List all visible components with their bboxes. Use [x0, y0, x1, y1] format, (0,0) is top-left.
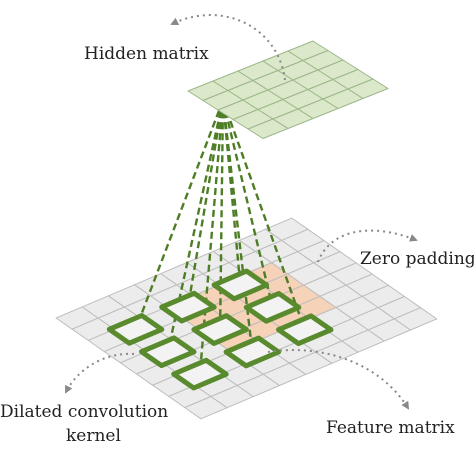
kernel-cell	[223, 335, 282, 369]
hidden-matrix-grid	[187, 40, 389, 139]
kernel-cell	[276, 313, 334, 347]
hidden-matrix-label: Hidden matrix	[84, 44, 209, 64]
kernel-connection-line	[134, 99, 225, 330]
kernel-cell	[139, 335, 197, 369]
zero-padding-arrow	[317, 229, 418, 263]
kernel-connection-line	[221, 100, 274, 308]
kernel-cell	[159, 290, 217, 324]
dilated-kernel-label-line2: kernel	[66, 426, 121, 446]
kernel-cell	[106, 313, 165, 346]
padding-cell	[393, 307, 438, 331]
feature-matrix-label: Feature matrix	[326, 418, 455, 438]
dilated-kernel	[106, 268, 334, 391]
kernel-connection-line	[198, 100, 225, 375]
zero-padding-label: Zero padding	[360, 249, 474, 269]
kernel-connection-line	[221, 99, 306, 331]
hidden-matrix-arrow	[170, 14, 286, 81]
kernel-cell	[243, 291, 302, 324]
kernel-cell	[191, 313, 249, 346]
kernel-cell	[171, 357, 229, 391]
hidden-cell	[347, 78, 389, 99]
kernel-cell	[211, 268, 270, 302]
dilated-kernel-label-line1: Dilated convolution	[0, 402, 169, 422]
kernel-connection-line	[186, 100, 225, 308]
feature-matrix-arrow	[267, 349, 410, 410]
kernel-connection-line	[221, 100, 242, 286]
annotation-arrows	[65, 14, 418, 410]
